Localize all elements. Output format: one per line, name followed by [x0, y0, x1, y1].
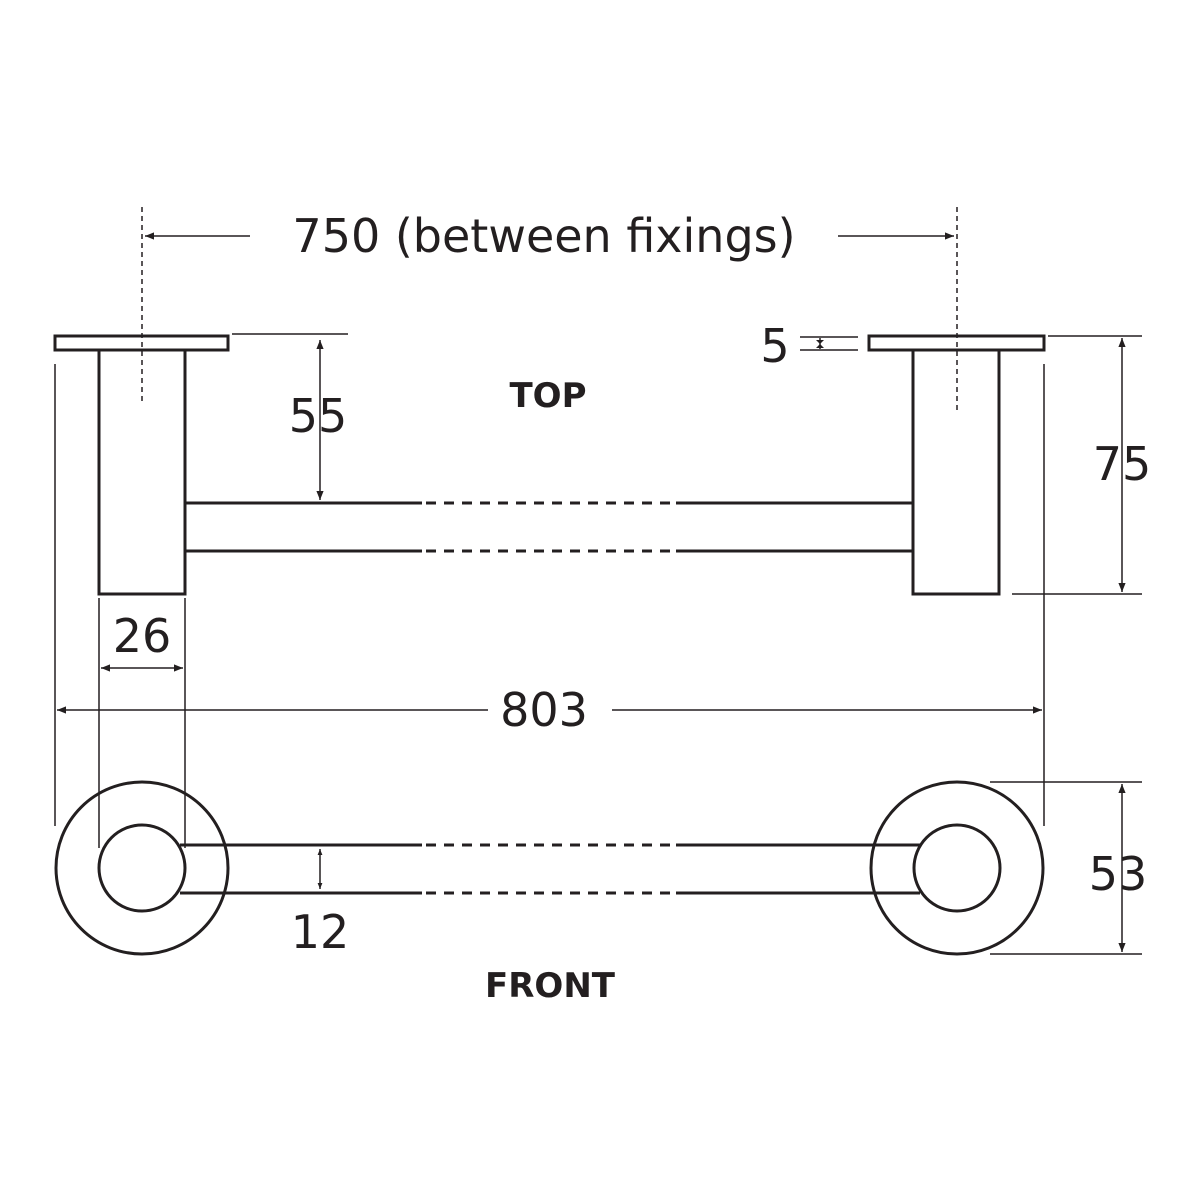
dim-between-fixings: 750 (between fixings) — [145, 209, 954, 263]
dim-bar-diameter: 12 — [291, 849, 350, 959]
svg-text:803: 803 — [500, 683, 588, 737]
svg-text:55: 55 — [289, 389, 348, 443]
front-view-label: FRONT — [485, 966, 616, 1006]
dim-overall-depth: 75 — [1012, 335, 1152, 595]
front-view: FRONT — [54, 780, 1045, 1006]
svg-text:12: 12 — [291, 905, 350, 959]
dim-post-width: 26 — [98, 598, 186, 848]
left-rose-outer — [54, 780, 230, 956]
svg-text:53: 53 — [1089, 847, 1148, 901]
left-post — [97, 348, 187, 596]
top-bar — [185, 501, 913, 553]
right-rose-outer — [869, 780, 1045, 956]
right-post — [911, 348, 1001, 596]
dim-bar-offset: 55 — [232, 333, 348, 500]
dim-rose-diameter: 53 — [990, 781, 1148, 955]
dim-flange-thickness: 5 — [760, 319, 858, 373]
top-view-label: TOP — [509, 376, 586, 416]
left-rose-inner — [97, 823, 187, 913]
svg-text:26: 26 — [113, 609, 172, 663]
front-bar — [180, 843, 920, 895]
right-rose-inner — [912, 823, 1002, 913]
svg-text:5: 5 — [760, 319, 789, 373]
svg-text:75: 75 — [1093, 437, 1152, 491]
dim-overall-length: 803 — [54, 364, 1045, 826]
top-view: TOP — [53, 207, 1046, 596]
svg-text:750 (between fixings): 750 (between fixings) — [292, 209, 795, 263]
